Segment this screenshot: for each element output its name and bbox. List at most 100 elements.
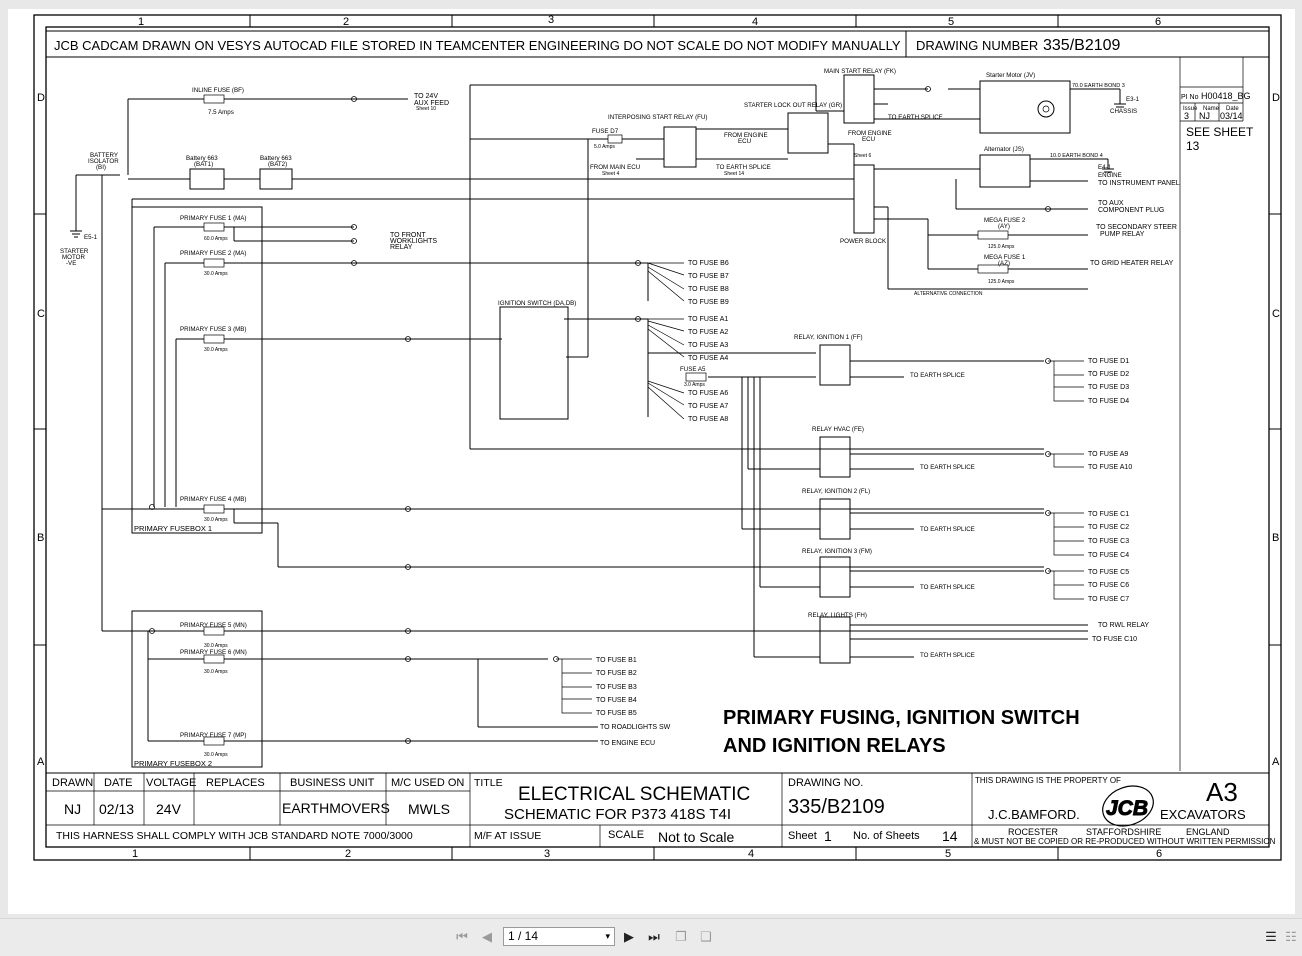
fuse-target: TO FUSE B8 [688, 286, 729, 293]
power-block-label: POWER BLOCK [840, 238, 887, 245]
to-engine-ecu-label: TO ENGINE ECU [600, 740, 655, 747]
row-label-right: A [1272, 756, 1280, 768]
schematic-diagram: 1 2 3 4 5 6 1 2 3 4 5 6 D C B A D C B A … [33, 14, 1282, 861]
name-value: NJ [1199, 111, 1210, 121]
page-select[interactable]: ▾ [503, 927, 615, 946]
location-2: STAFFORDSHIRE [1086, 827, 1161, 837]
copy-icon[interactable]: ❐ [675, 929, 687, 944]
relay-lights-label: RELAY, LIGHTS (FH) [808, 612, 867, 619]
harness-note: THIS HARNESS SHALL COMPLY WITH JCB STAND… [56, 830, 413, 842]
company-name: J.C.BAMFORD. [988, 807, 1080, 822]
relay-ignition-2-label: RELAY, IGNITION 2 (FL) [802, 488, 870, 495]
see-sheet-value: 13 [1186, 139, 1200, 153]
relay-ignition-3-label: RELAY, IGNITION 3 (FM) [802, 548, 872, 555]
fuse-target: TO FUSE C6 [1088, 582, 1129, 589]
ecu2-label: ECU [862, 136, 875, 143]
scale-label: SCALE [608, 829, 644, 841]
sheet-label: Sheet [788, 830, 817, 842]
sheet-ref: Sheet 14 [724, 171, 744, 177]
drawn-label: DRAWN [52, 777, 93, 789]
fuse-target: TO FUSE B1 [596, 657, 637, 664]
primary-fuse-7-label: PRIMARY FUSE 7 (MP) [180, 732, 246, 739]
col-label-bottom: 5 [945, 848, 951, 860]
col-label-bottom: 6 [1156, 848, 1162, 860]
starter-motor-neg-label: -VE [66, 260, 76, 267]
mc-used-label: M/C USED ON [391, 777, 464, 789]
to-earth-splice-label: TO EARTH SPLICE [716, 164, 771, 171]
scale-value: Not to Scale [658, 829, 734, 845]
row-label-right: D [1272, 92, 1280, 104]
to-earth-splice-label: TO EARTH SPLICE [888, 114, 943, 121]
pump-relay-label: PUMP RELAY [1100, 231, 1145, 238]
primary-fuse-3-label: PRIMARY FUSE 3 (MB) [180, 326, 246, 333]
revision-block: PI No H00418_BG Issue Name Date 3 NJ 03/… [1179, 57, 1254, 771]
sheet-size: A3 [1206, 777, 1238, 807]
fuse-target: TO FUSE D3 [1088, 384, 1129, 391]
battery-isolator-label: (BI) [96, 164, 106, 171]
fuse-symbols [203, 94, 1009, 746]
last-page-icon[interactable]: ⏭ [648, 929, 660, 944]
aux-feed-label: AUX FEED [414, 100, 449, 107]
primary-fuse-2-label: PRIMARY FUSE 2 (MA) [180, 250, 246, 257]
fuse-target: TO FUSE B3 [596, 684, 637, 691]
continuous-view-icon[interactable]: ☷ [1285, 929, 1297, 944]
worklights-label: WORKLIGHTS [390, 238, 437, 245]
rev-date-value: 03/14 [1220, 111, 1243, 121]
name-label: Name [1203, 106, 1220, 112]
date-label: DATE [104, 777, 133, 789]
fuse-target: TO FUSE C5 [1088, 569, 1129, 576]
replaces-label: REPLACES [206, 777, 265, 789]
fuse-rating: 30.0 Amps [204, 643, 228, 649]
jcb-logo-text: JCB [1106, 797, 1148, 820]
fanout-arrows [556, 262, 1084, 714]
sheet-ref: Sheet 10 [416, 106, 436, 112]
header-strip [45, 30, 1270, 58]
view-mode-icon[interactable]: ❑ [700, 929, 712, 944]
mc-used-value: MWLS [408, 801, 450, 817]
fuse-rating: 30.0 Amps [204, 347, 228, 353]
header-note: JCB CADCAM DRAWN ON VESYS AUTOCAD FILE S… [54, 38, 901, 53]
drawing-sheet: 1 2 3 4 5 6 1 2 3 4 5 6 D C B A D C B A … [8, 9, 1295, 914]
fuse-a5-label: FUSE A5 [680, 366, 706, 373]
fuse-d7-rating: 5.0 Amps [594, 144, 615, 150]
to-earth-splice-label: TO EARTH SPLICE [920, 526, 975, 533]
row-label-left: C [37, 308, 45, 320]
voltage-value: 24V [156, 801, 182, 817]
wiring [75, 84, 1121, 742]
title-label: TITLE [474, 777, 503, 789]
to-24v-label: TO 24V [414, 93, 438, 100]
fuse-target: TO FUSE C3 [1088, 538, 1129, 545]
connector-points [149, 86, 1051, 744]
row-label-left: B [37, 532, 44, 544]
col-label-top: 6 [1155, 16, 1161, 28]
engine-label: ENGINE [1098, 172, 1122, 179]
alternator-label: Alternator (JS) [984, 146, 1024, 153]
prev-page-icon[interactable]: ◀ [482, 929, 492, 944]
starter-motor-neg-label: STARTER [60, 248, 89, 255]
issue-value: 3 [1184, 111, 1189, 121]
page-input[interactable] [508, 929, 578, 943]
aux-plug-label2: COMPONENT PLUG [1098, 207, 1164, 214]
num-sheets-value: 14 [942, 828, 958, 844]
first-page-icon[interactable]: ⏮ [456, 929, 468, 944]
aux-plug-label: TO AUX [1098, 200, 1124, 207]
to-front-label: TO FRONT [390, 232, 426, 239]
starter-motor-neg-label: MOTOR [62, 254, 85, 261]
fuse-target: TO FUSE D2 [1088, 371, 1129, 378]
fuse-rating: 60.0 Amps [204, 236, 228, 242]
primary-fuse-1-label: PRIMARY FUSE 1 (MA) [180, 215, 246, 222]
primary-fuse-6-label: PRIMARY FUSE 6 (MN) [180, 649, 247, 656]
inline-fuse-rating: 7.5 Amps [208, 109, 234, 116]
relay-hvac-label: RELAY HVAC (FE) [812, 426, 864, 433]
row-label-right: C [1272, 308, 1280, 320]
fuse-target: TO FUSE A3 [688, 342, 728, 349]
fuse-target: TO FUSE C7 [1088, 596, 1129, 603]
fuse-target: TO FUSE C2 [1088, 524, 1129, 531]
single-page-view-icon[interactable]: ☰ [1265, 929, 1277, 944]
main-start-relay-label: MAIN START RELAY (FK) [824, 68, 896, 75]
category: EXCAVATORS [1160, 807, 1246, 822]
from-main-ecu-label: FROM MAIN ECU [590, 164, 640, 171]
to-earth-splice-label: TO EARTH SPLICE [920, 584, 975, 591]
fuse-target: TO FUSE B7 [688, 273, 729, 280]
next-page-icon[interactable]: ▶ [624, 929, 634, 944]
